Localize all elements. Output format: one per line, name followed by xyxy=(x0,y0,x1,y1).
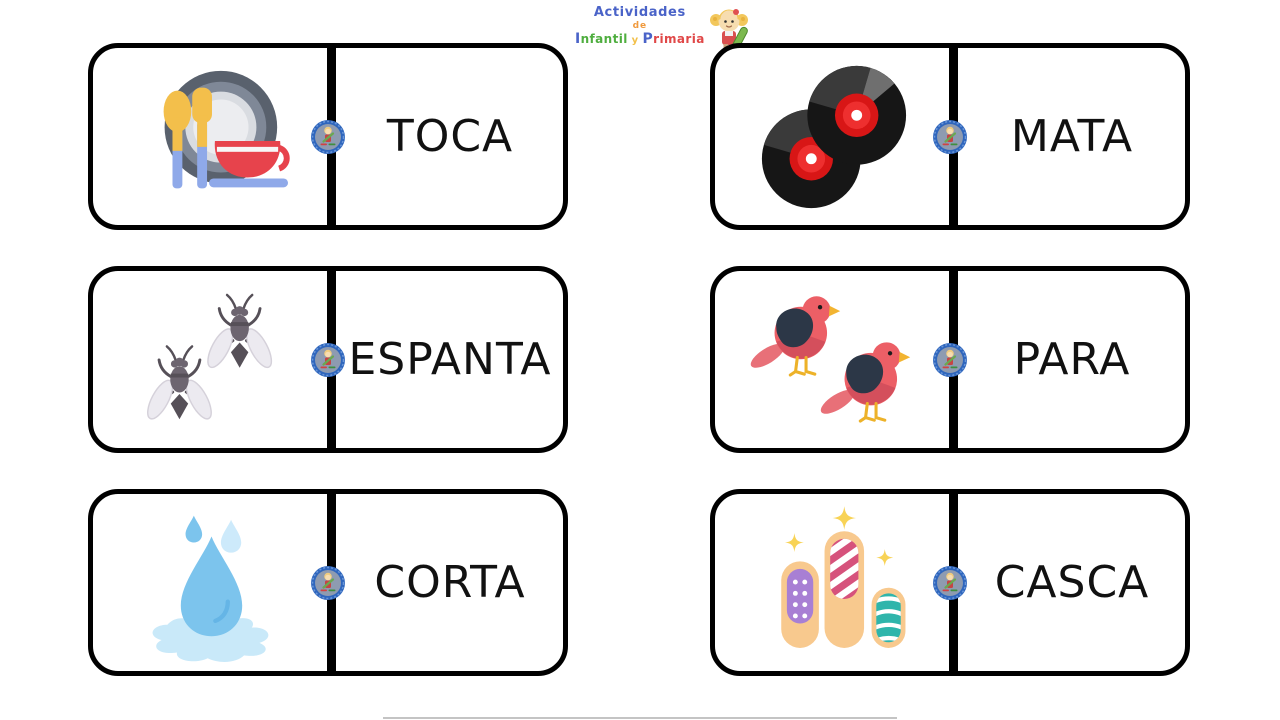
card-image-half xyxy=(715,494,951,671)
card-word: ESPANTA xyxy=(348,334,552,385)
logo-infantil-rest: nfantil xyxy=(580,32,628,47)
card-word-half: TOCA xyxy=(337,48,563,225)
card-image-half xyxy=(93,271,329,448)
logo-badge-icon xyxy=(310,118,346,155)
page-bottom-edge xyxy=(383,717,897,719)
logo-primaria-rest: rimaria xyxy=(653,32,705,47)
card-image-half xyxy=(715,48,951,225)
domino-card-mata: MATA xyxy=(710,43,1190,230)
domino-card-espanta: ESPANTA xyxy=(88,266,568,453)
logo-infantil-cap: I xyxy=(575,31,581,48)
logo-badge-icon xyxy=(310,564,346,601)
flies-icon xyxy=(140,293,278,424)
records-icon xyxy=(761,65,907,208)
logo-line1: Actividades xyxy=(593,5,686,20)
water-drops-icon xyxy=(152,515,268,662)
domino-card-para: PARA xyxy=(710,266,1190,453)
card-word: MATA xyxy=(1010,111,1134,162)
card-word: CASCA xyxy=(994,557,1150,608)
logo-badge-icon xyxy=(932,118,968,155)
logo-line3: Infantil y Primaria xyxy=(575,31,705,47)
logo-badge-icon xyxy=(932,341,968,378)
site-logo-text: Actividades de Infantil y Primaria xyxy=(575,5,705,47)
card-word-half: MATA xyxy=(959,48,1185,225)
nails-icon xyxy=(781,505,906,648)
card-image-half xyxy=(93,494,329,671)
domino-card-toca: TOCA xyxy=(88,43,568,230)
card-word-half: ESPANTA xyxy=(337,271,563,448)
card-word-half: CORTA xyxy=(337,494,563,671)
site-logo: Actividades de Infantil y Primaria xyxy=(575,5,750,58)
card-word: TOCA xyxy=(386,111,514,162)
domino-card-casca: CASCA xyxy=(710,489,1190,676)
logo-line2: de xyxy=(632,20,648,31)
card-image-half xyxy=(715,271,951,448)
logo-badge-icon xyxy=(310,341,346,378)
card-word-half: PARA xyxy=(959,271,1185,448)
logo-primaria-cap: P xyxy=(642,31,654,48)
dishes-icon xyxy=(163,70,290,188)
birds-icon xyxy=(745,294,912,423)
card-word: CORTA xyxy=(374,557,526,608)
logo-badge-icon xyxy=(932,564,968,601)
card-word-half: CASCA xyxy=(959,494,1185,671)
card-image-half xyxy=(93,48,329,225)
domino-card-corta: CORTA xyxy=(88,489,568,676)
card-word: PARA xyxy=(1013,334,1131,385)
logo-conjunction: y xyxy=(627,35,643,47)
